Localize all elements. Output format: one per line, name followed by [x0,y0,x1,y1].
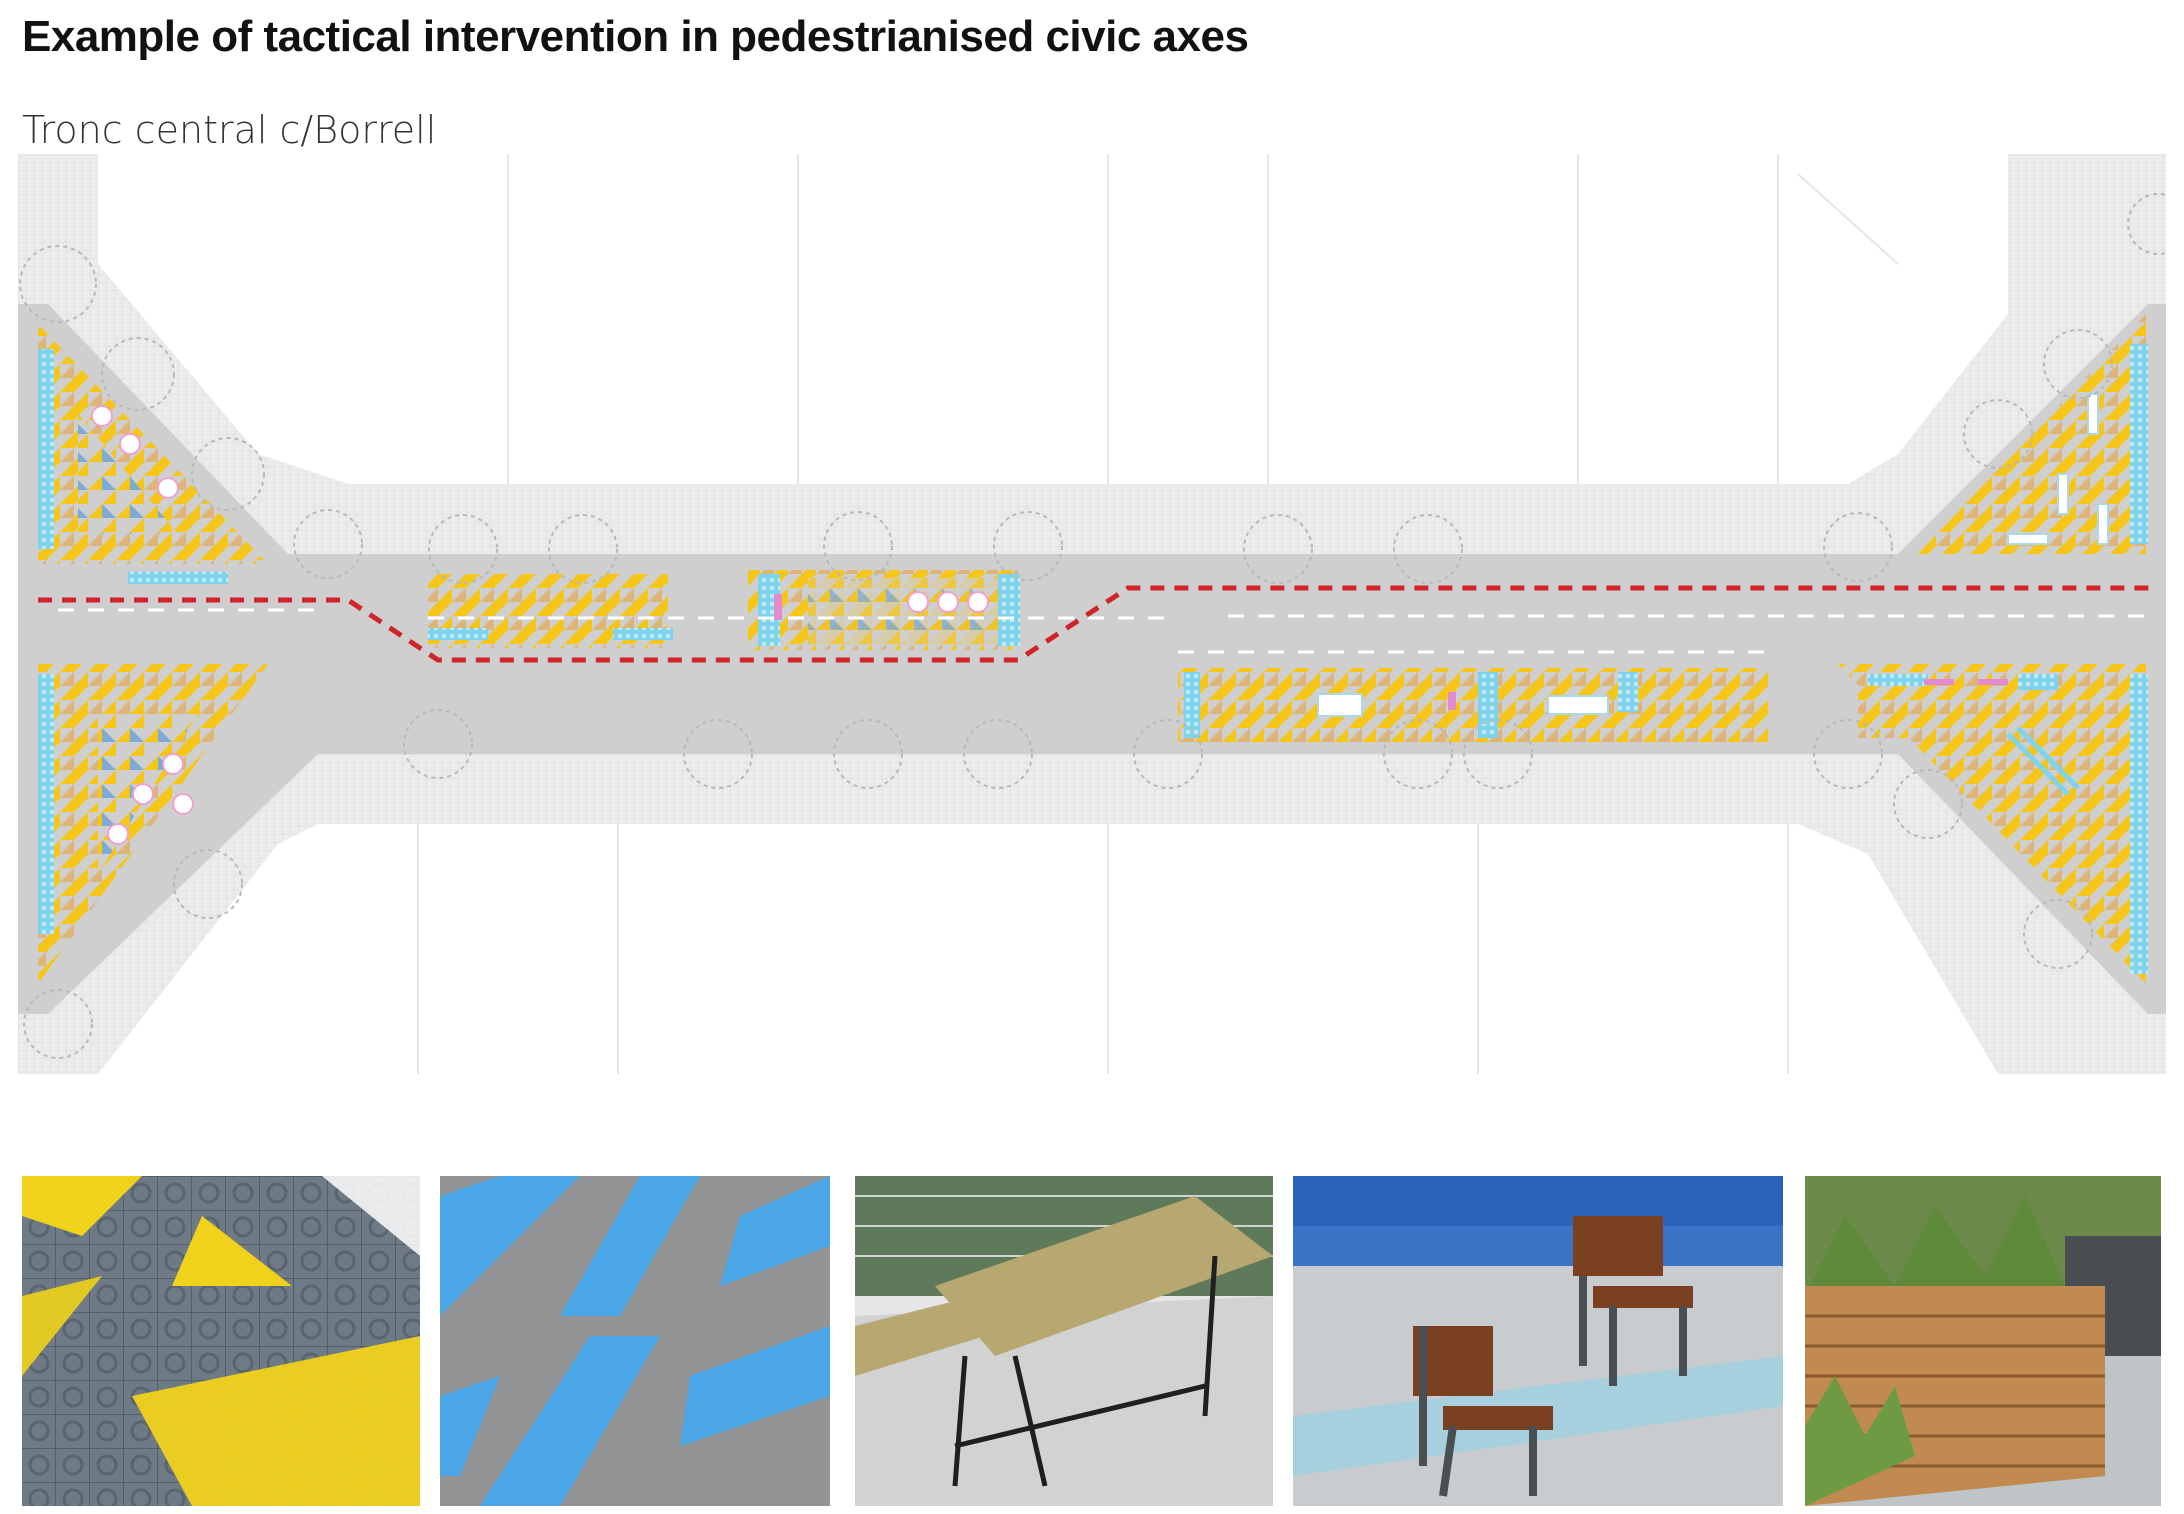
page-title: Example of tactical intervention in pede… [22,12,1249,61]
site-plan [18,154,2184,1074]
photo-picnic-table [855,1176,1273,1506]
photo-wooden-planter [1805,1176,2161,1506]
photo-blue-paint-pavement [440,1176,830,1506]
photo-chairs [1293,1176,1783,1506]
photo-yellow-paint-tiles [22,1176,420,1506]
page-subtitle: Tronc central c/Borrell [22,108,437,152]
